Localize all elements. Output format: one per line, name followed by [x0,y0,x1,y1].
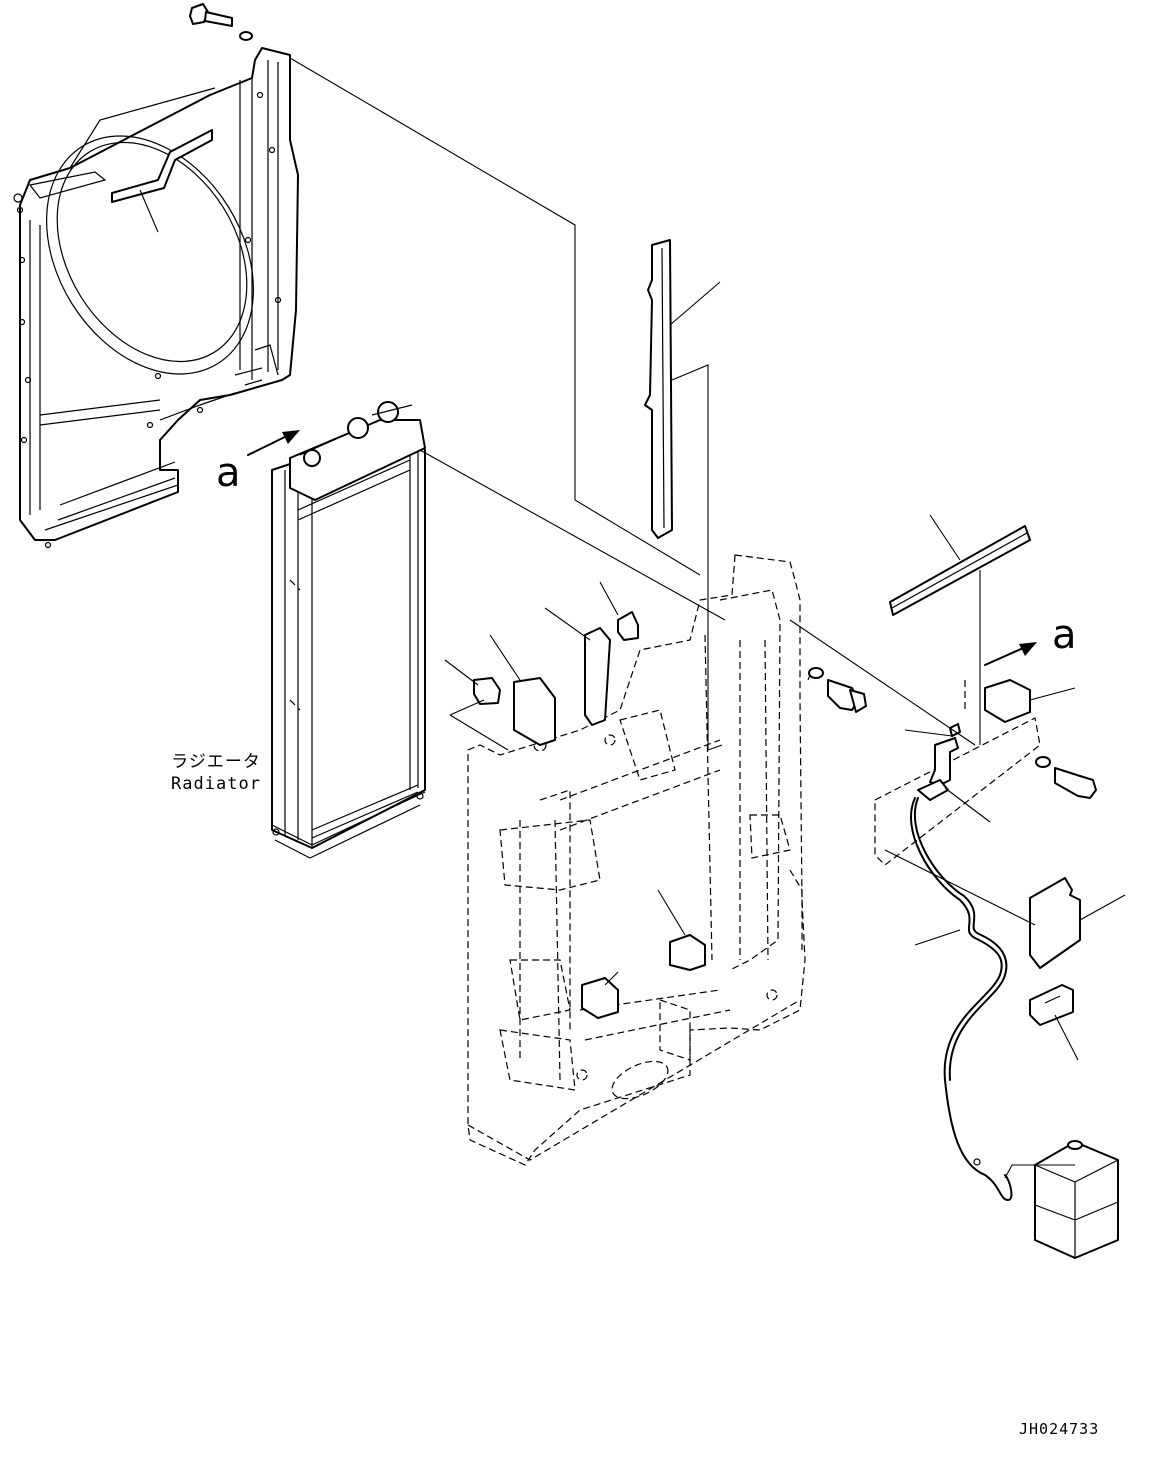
view-a-label-right: a [1052,612,1077,658]
reserve-tank [1034,1140,1119,1259]
radiator [271,401,426,859]
radiator-label: ラジエータ Radiator [162,751,270,795]
bolts-right [808,667,1097,799]
view-arrow-right [984,642,1037,666]
view-arrow-left [247,430,300,456]
radiator-label-jp: ラジエータ [171,752,261,772]
leader-lines [139,57,1126,1179]
fan-shroud [13,3,299,549]
drawing-code: JH024733 [1019,1420,1100,1438]
top-seal-horizontal [889,525,1031,616]
view-a-label-left: a [216,450,241,496]
rubber-pads [473,611,706,1019]
radiator-frame [467,554,806,1166]
radiator-label-en: Radiator [171,774,261,794]
side-seal-vertical [644,239,673,539]
cover-plate [1029,877,1081,1026]
sensor-bracket [874,679,1041,1201]
